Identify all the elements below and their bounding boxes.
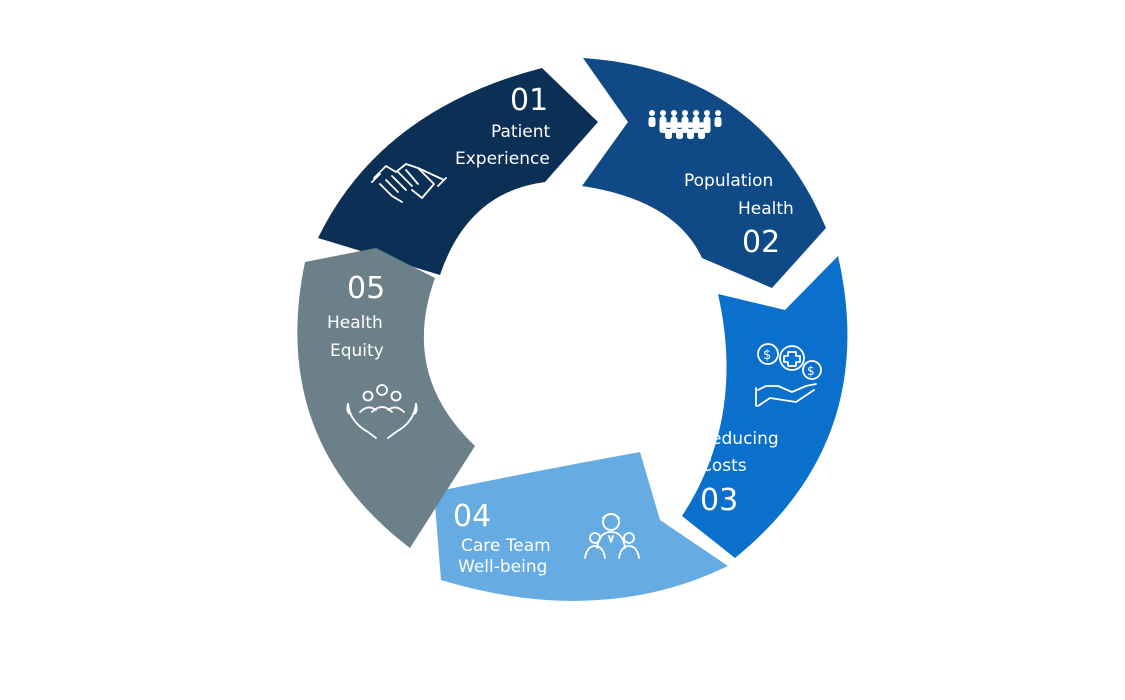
svg-text:$: $	[763, 348, 771, 363]
segment-05-number: 05	[347, 271, 385, 306]
svg-text:$: $	[807, 364, 815, 378]
cost-savings-icon: $ $	[755, 343, 822, 407]
segment-02-label-line-2: Health	[738, 199, 794, 219]
handshake-icon	[371, 163, 447, 203]
segment-05-label-line-1: Health	[327, 313, 383, 333]
segment-05: 05 Health Equity	[297, 248, 475, 548]
segment-03-label-line-1: Reducing	[700, 429, 779, 449]
segment-02-label-line-1: Population	[684, 171, 773, 191]
segment-05-shape	[297, 248, 475, 548]
care-team-icon	[584, 513, 640, 559]
segment-01-label-line-1: Patient	[491, 122, 551, 142]
segment-01-shape	[318, 68, 598, 275]
segment-01: 01 Patient Experience	[318, 68, 598, 275]
segment-04-shape	[434, 452, 728, 601]
segment-01-number: 01	[510, 83, 548, 118]
segment-05-label-line-2: Equity	[330, 341, 384, 361]
segment-03-shape	[682, 256, 848, 558]
segment-02: Population Health 02	[582, 58, 826, 288]
segment-04-label-line-1: Care Team	[461, 536, 551, 556]
segment-02-shape	[582, 58, 826, 288]
segment-03-label-line-2: Costs	[700, 456, 747, 476]
segment-04-label-line-2: Well-being	[458, 557, 547, 577]
segment-01-label-line-2: Experience	[455, 149, 550, 169]
segment-04: 04 Care Team Well-being	[434, 452, 728, 601]
crowd-icon	[648, 110, 722, 139]
segment-03: $ $ Reducing Costs 03	[682, 256, 848, 558]
caring-hands-icon	[346, 384, 418, 439]
segment-02-number: 02	[742, 225, 780, 260]
segment-04-number: 04	[453, 499, 491, 534]
segment-03-number: 03	[700, 483, 738, 518]
